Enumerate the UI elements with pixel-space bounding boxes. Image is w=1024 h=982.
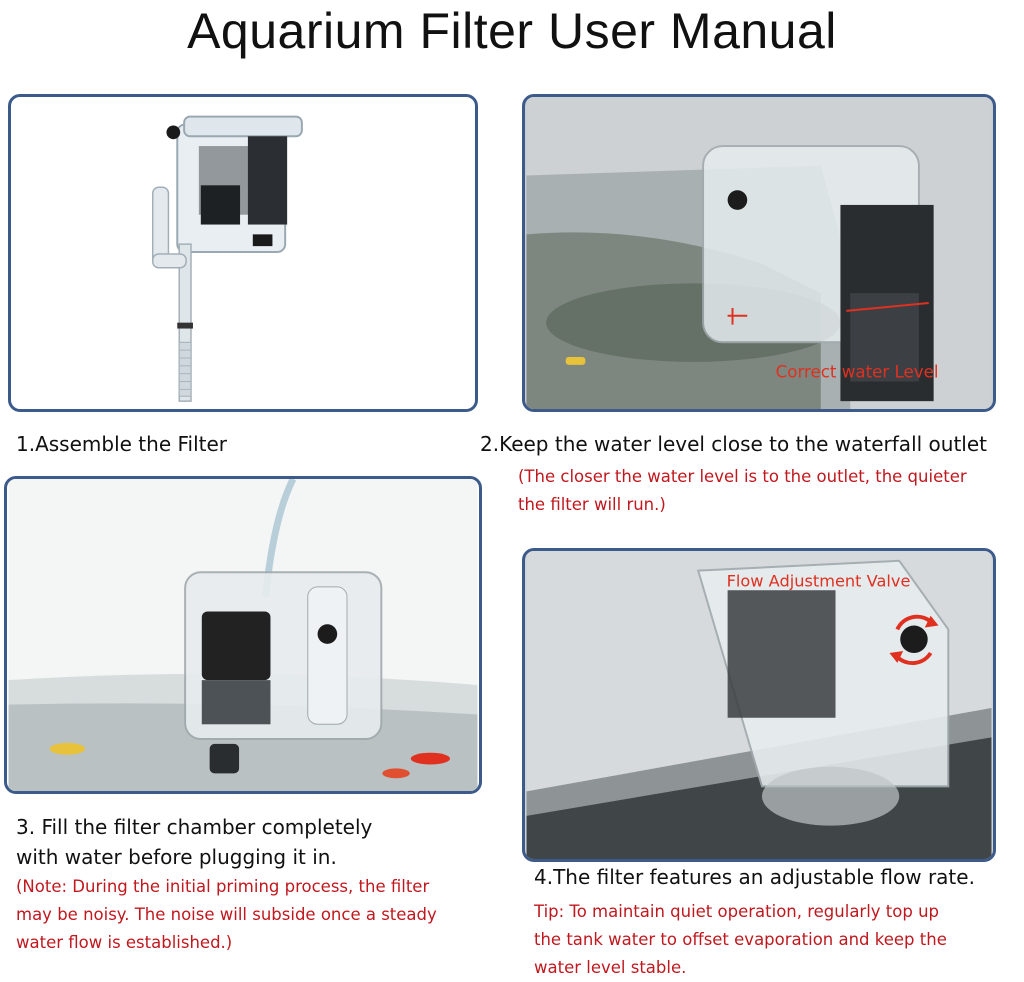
step4-note-line: Tip: To maintain quiet operation, regula… (534, 902, 940, 921)
correct-water-level-label: Correct water Level (776, 363, 939, 382)
filter-product-image (151, 115, 303, 402)
step4-caption: 4.The filter features an adjustable flow… (534, 865, 975, 889)
step3-caption: 3. Fill the filter chamber completely wi… (16, 812, 372, 872)
step2-note: (The closer the water level is to the ou… (518, 463, 967, 519)
flow-adjustment-image: Flow Adjustment Valve (526, 551, 992, 859)
step3-note: (Note: During the initial priming proces… (16, 873, 437, 957)
step3-caption-line: with water before plugging it in. (16, 845, 337, 869)
step2-image-panel: Correct water Level (522, 94, 996, 412)
step4-note: Tip: To maintain quiet operation, regula… (534, 898, 947, 982)
step1-image-panel (8, 94, 478, 412)
step3-caption-line: 3. Fill the filter chamber completely (16, 815, 373, 839)
step2-note-line: (The closer the water level is to the ou… (518, 467, 967, 486)
step3-note-line: may be noisy. The noise will subside onc… (16, 905, 437, 924)
step1-caption: 1.Assemble the Filter (16, 432, 228, 456)
step3-image-panel (4, 476, 482, 794)
step2-caption: 2.Keep the water level close to the wate… (480, 432, 987, 456)
manual-title: Aquarium Filter User Manual (187, 3, 837, 59)
step4-note-line: water level stable. (534, 958, 687, 977)
step3-note-line: water flow is established.) (16, 933, 233, 952)
fill-chamber-image (8, 479, 478, 791)
water-level-image: Correct water Level (526, 97, 992, 409)
step4-note-line: the tank water to offset evaporation and… (534, 930, 947, 949)
flow-adjustment-valve-label: Flow Adjustment Valve (727, 571, 911, 590)
step3-note-line: (Note: During the initial priming proces… (16, 877, 430, 896)
step4-image-panel: Flow Adjustment Valve (522, 548, 996, 862)
step2-note-line: the filter will run.) (518, 495, 666, 514)
